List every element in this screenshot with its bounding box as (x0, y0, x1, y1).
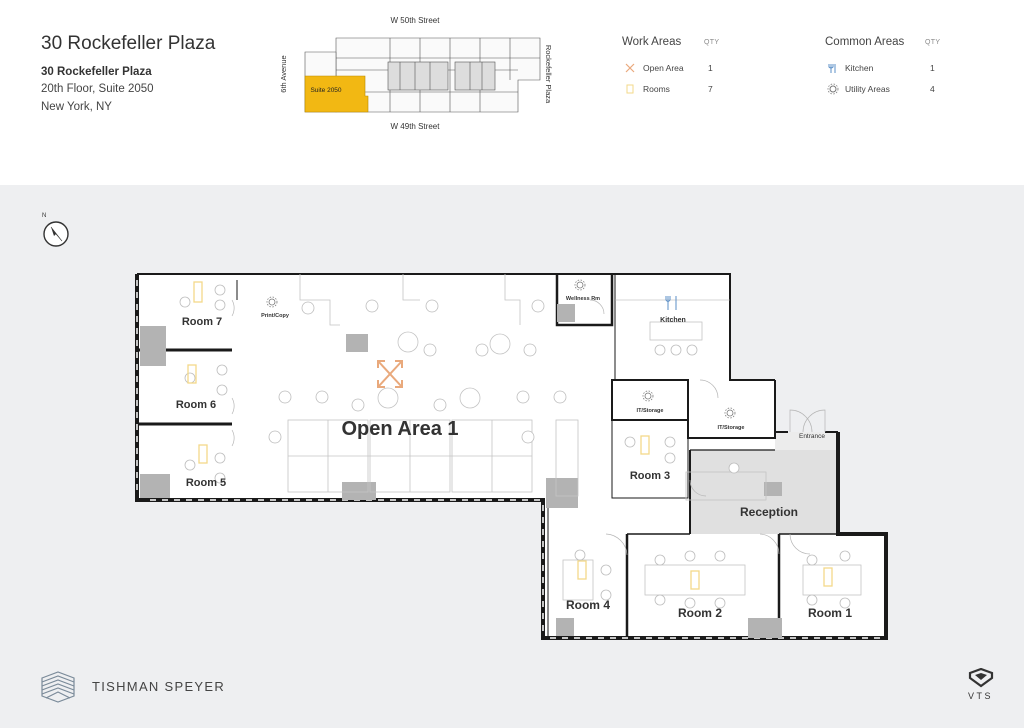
tishman-speyer-logo (41, 671, 75, 703)
key-plan-suite-highlight (304, 75, 369, 113)
svg-text:N: N (42, 213, 46, 219)
work-areas-title: Work Areas (622, 36, 682, 48)
label-wellness: Wellness Rm (566, 296, 600, 302)
utility-gear-icons (266, 279, 736, 419)
label-it-storage-1: IT/Storage (637, 408, 664, 414)
gear-icon (827, 83, 839, 95)
label-room-5: Room 5 (186, 477, 226, 489)
label-it-storage-2: IT/Storage (718, 425, 745, 431)
legend-rooms-label: Rooms (643, 84, 670, 94)
key-plan: W 50th Street W 49th Street 6th Avenue R… (279, 16, 553, 131)
key-plan-north-street: W 50th Street (391, 16, 441, 25)
open-area-marker-icon (377, 360, 403, 388)
legend-open-area-label: Open Area (643, 63, 684, 73)
partner-name: VTS (968, 691, 994, 701)
label-open-area: Open Area 1 (341, 418, 458, 440)
open-area-icon (625, 63, 635, 73)
label-room-4: Room 4 (566, 598, 610, 612)
key-plan-south-street: W 49th Street (391, 122, 441, 131)
legend-kitchen-label: Kitchen (845, 63, 874, 73)
label-room-7: Room 7 (182, 316, 222, 328)
key-plan-west-street: 6th Avenue (279, 55, 288, 92)
legend-open-area-qty: 1 (708, 63, 713, 73)
key-plan-suite-label: Suite 2050 (310, 87, 341, 94)
legend-utility-label: Utility Areas (845, 84, 890, 94)
city: New York, NY (41, 101, 112, 113)
kitchen-marker-icon (665, 296, 677, 310)
common-areas-qty-header: QTY (925, 39, 941, 46)
common-areas-title: Common Areas (825, 36, 905, 48)
legend-utility-qty: 4 (930, 84, 935, 94)
header: 30 Rockefeller Plaza 30 Rockefeller Plaz… (0, 0, 1024, 185)
label-room-1: Room 1 (808, 606, 852, 620)
building-name: 30 Rockefeller Plaza (41, 66, 152, 78)
work-areas-qty-header: QTY (704, 39, 720, 46)
legend-rooms-qty: 7 (708, 84, 713, 94)
label-room-3: Room 3 (630, 470, 670, 482)
label-reception: Reception (740, 505, 798, 519)
label-print-copy: Print/Copy (261, 313, 290, 319)
kitchen-icon (828, 64, 836, 73)
compass-icon: N (42, 213, 69, 247)
brand-name: TISHMAN SPEYER (92, 679, 226, 694)
room-icon (626, 84, 634, 94)
label-room-6: Room 6 (176, 399, 216, 411)
label-entrance: Entrance (799, 433, 825, 440)
label-room-2: Room 2 (678, 606, 722, 620)
label-kitchen: Kitchen (660, 317, 686, 324)
page-title: 30 Rockefeller Plaza (41, 33, 216, 54)
vts-logo-icon (968, 668, 994, 688)
key-plan-east-street: Rockefeller Plaza (544, 45, 553, 104)
legend-kitchen-qty: 1 (930, 63, 935, 73)
suite-address: 20th Floor, Suite 2050 (41, 83, 154, 95)
